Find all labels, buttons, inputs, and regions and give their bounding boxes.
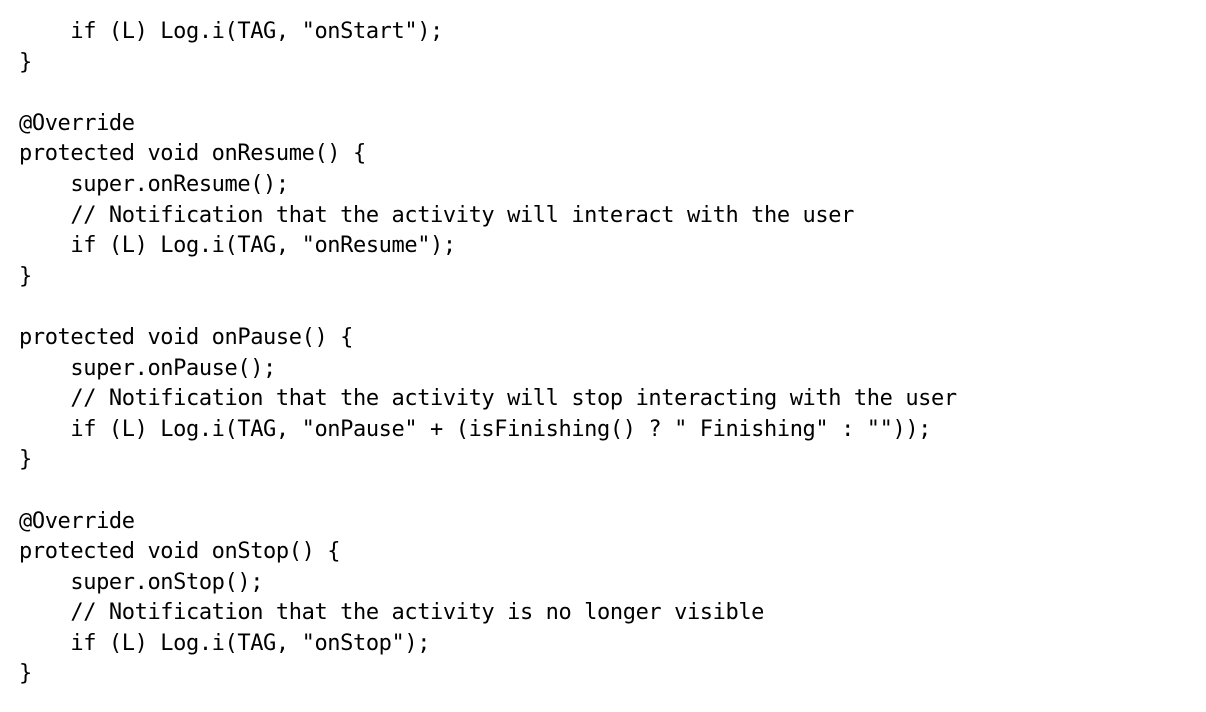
code-line-onresume-comment: // Notification that the activity will i… [19,202,854,228]
code-line-onresume-signature: protected void onResume() { [19,141,366,167]
code-line-close-brace: } [19,263,32,289]
code-line-onstop-comment: // Notification that the activity is no … [19,600,765,626]
code-listing: if (L) Log.i(TAG, "onStart"); } @Overrid… [19,17,957,690]
code-line-onstart-log: if (L) Log.i(TAG, "onStart"); [19,19,443,44]
code-line-onstop-signature: protected void onStop() { [19,539,341,565]
code-line-close-brace: } [19,49,32,75]
code-line-super-onstop: super.onStop(); [19,569,264,595]
code-line-override-annotation: @Override [19,110,135,136]
code-line-super-onresume: super.onResume(); [19,171,289,197]
code-line-blank [19,292,957,323]
code-line-onpause-comment: // Notification that the activity will s… [19,386,957,412]
code-line-blank [19,476,957,507]
code-line-close-brace: } [19,447,32,473]
code-line-onresume-log: if (L) Log.i(TAG, "onResume"); [19,233,456,259]
code-line-onstop-log: if (L) Log.i(TAG, "onStop"); [19,630,431,656]
code-line-super-onpause: super.onPause(); [19,355,276,381]
code-line-blank [19,78,957,109]
code-line-close-brace: } [19,661,32,687]
code-line-onpause-log: if (L) Log.i(TAG, "onPause" + (isFinishi… [19,416,932,442]
code-line-override-annotation: @Override [19,508,135,534]
code-line-onpause-signature: protected void onPause() { [19,324,353,350]
